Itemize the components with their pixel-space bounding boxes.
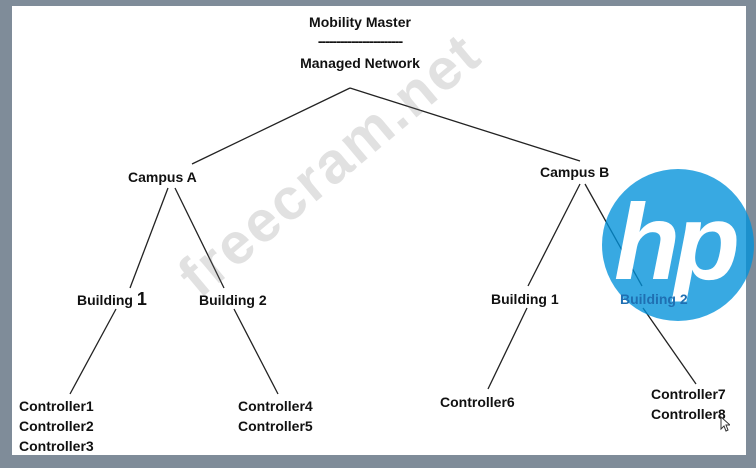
controller-item: Controller7 [651,386,726,402]
mouse-pointer-icon [720,416,730,432]
hp-logo-text: hp [614,181,740,302]
edge-b-building-1-controllers [487,307,528,390]
hp-logo-icon: hp [602,169,754,321]
controllers-campus-a-building-1: Controller1 Controller2 Controller3 [19,396,94,456]
edge-root-campus-b [349,87,581,162]
controller-item: Controller4 [238,398,313,414]
building-label-number: 1 [136,289,147,309]
campus-b-building-2-node: Building 2 [620,291,688,307]
edge-campus-a-building-2 [174,187,225,289]
controller-item: Controller2 [19,418,94,434]
controller-item: Controller6 [440,394,515,410]
controllers-campus-b-building-1: Controller6 [440,392,515,412]
edge-a-building-2-controllers [233,308,279,395]
edge-root-campus-a [191,87,351,165]
controller-item: Controller1 [19,398,94,414]
edge-campus-a-building-1 [129,187,169,289]
edge-campus-b-building-1 [527,183,581,287]
root-separator: ----------------------- [317,33,403,49]
campus-a-building-2-node: Building 2 [199,292,267,308]
campus-b-node: Campus B [540,164,610,180]
controller-item: Controller5 [238,418,313,434]
controllers-campus-b-building-2: Controller7 Controller8 [651,384,726,424]
edge-b-building-2-controllers [642,307,697,385]
building-label-text: Building [77,292,137,308]
controller-item: Controller3 [19,438,94,454]
root-title: Mobility Master [309,14,411,30]
campus-a-node: Campus A [128,169,197,185]
root-subtitle: Managed Network [300,55,420,71]
campus-a-building-1-node: Building 1 [77,289,147,310]
edge-a-building-1-controllers [69,308,117,395]
hierarchy-diagram: freecram.net hp Mobility Master --------… [12,6,754,456]
controller-item: Controller8 [651,406,726,422]
controllers-campus-a-building-2: Controller4 Controller5 [238,396,313,436]
campus-b-building-1-node: Building 1 [491,291,559,307]
